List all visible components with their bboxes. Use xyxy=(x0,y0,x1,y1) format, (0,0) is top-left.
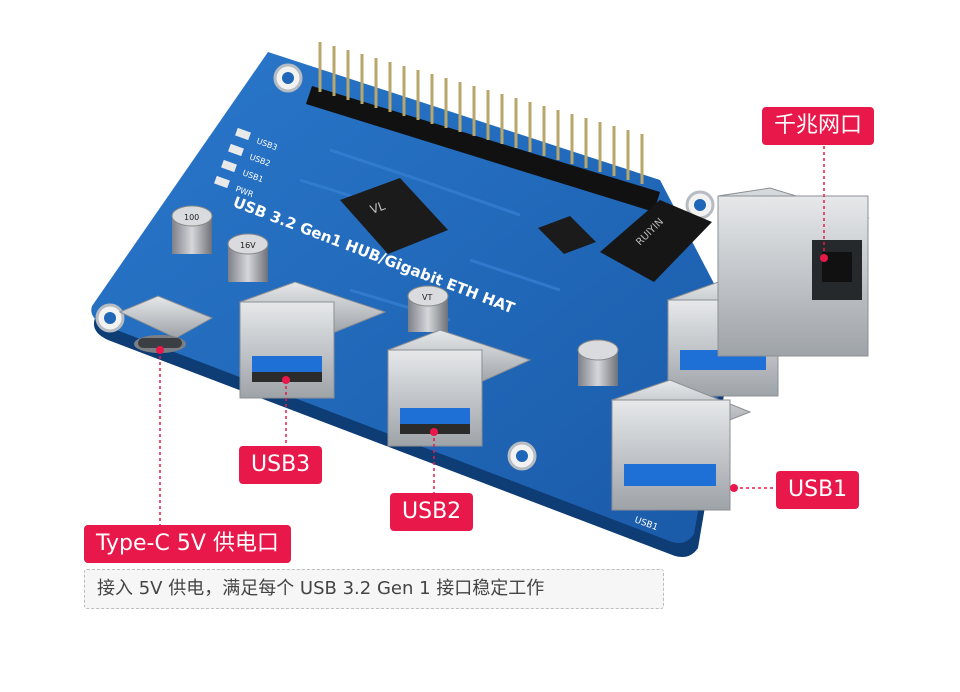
ethernet-chip xyxy=(538,216,596,254)
mounting-holes xyxy=(95,63,715,471)
gpio-header xyxy=(306,42,660,212)
leader-dots xyxy=(156,254,828,492)
type-c-port xyxy=(118,295,214,353)
ethernet-transformer: RUIYIN xyxy=(600,200,712,282)
callout-usb3: USB3 xyxy=(239,446,323,484)
capacitor: VT xyxy=(407,285,449,332)
callout-ethernet: 千兆网口 xyxy=(762,107,875,145)
leader-lines xyxy=(159,140,825,526)
capacitor-text: VT xyxy=(422,293,432,302)
capacitor: 16V xyxy=(227,233,269,282)
hub-chip-text: VL xyxy=(368,198,387,216)
callout-typec: Type-C 5V 供电口 xyxy=(84,525,291,563)
hub-chip: VL xyxy=(340,178,448,254)
usb1-port: USB1 xyxy=(610,379,752,533)
capacitor xyxy=(577,339,619,386)
ethernet-port xyxy=(717,187,870,357)
callout-usb1: USB1 xyxy=(776,471,860,509)
capacitor: 100 xyxy=(171,205,213,254)
capacitor-text: 16V xyxy=(240,241,256,250)
callout-usb2: USB2 xyxy=(390,493,474,531)
capacitor-text: 100 xyxy=(184,213,199,222)
power-note: 接入 5V 供电，满足每个 USB 3.2 Gen 1 接口稳定工作 xyxy=(84,569,664,609)
